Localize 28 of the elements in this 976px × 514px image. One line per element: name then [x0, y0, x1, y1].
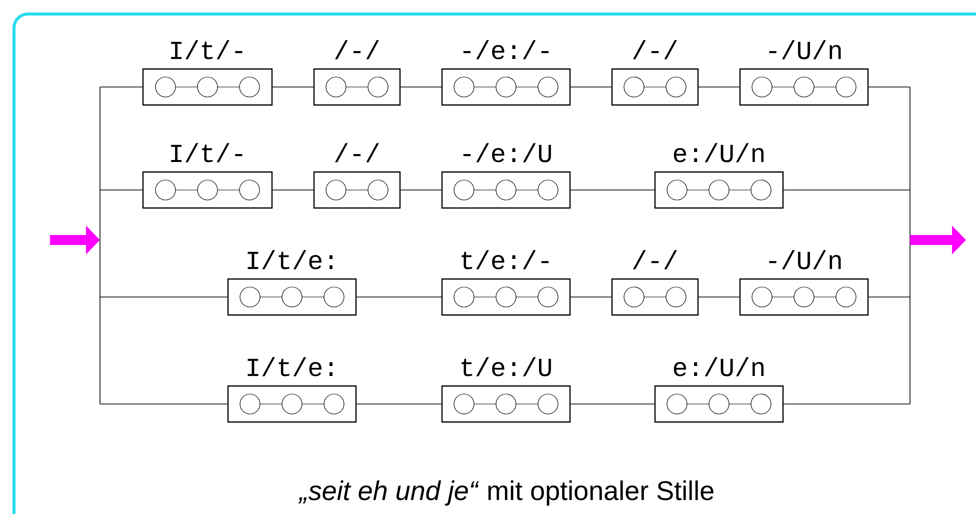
state-label: /-/	[335, 143, 379, 162]
state-label: I/t/e:	[248, 250, 332, 270]
connector-line	[698, 296, 740, 298]
connector-line	[868, 296, 910, 298]
state-label: -/U/n	[769, 250, 841, 270]
state-label: -/e:/U	[463, 143, 551, 162]
caption: „seit eh und je“ mit optionaler Stille	[298, 480, 714, 506]
connector-line	[868, 86, 910, 88]
connector-line	[400, 86, 442, 88]
state-label: -/e:/-	[463, 40, 549, 60]
state-label: /-/	[335, 40, 379, 60]
state-label: e:/U/n	[674, 143, 764, 162]
connector-line	[100, 296, 228, 298]
state-label: -/U/n	[769, 40, 841, 60]
connector-line	[698, 86, 740, 88]
connector-line	[570, 296, 612, 298]
state-label: I/t/-	[171, 143, 242, 162]
state-label: e:/U/n	[674, 357, 764, 376]
state-label: t/e:/U	[462, 357, 551, 376]
connector-line	[356, 296, 442, 298]
state-label: /-/	[633, 250, 677, 270]
state-label: I/t/e:	[248, 357, 332, 376]
state-label: I/t/-	[171, 40, 242, 60]
connector-line	[272, 86, 314, 88]
state-label: /-/	[633, 40, 677, 60]
connector-line	[570, 86, 612, 88]
state-label: t/e:/-	[462, 250, 549, 270]
connector-line	[100, 86, 143, 88]
